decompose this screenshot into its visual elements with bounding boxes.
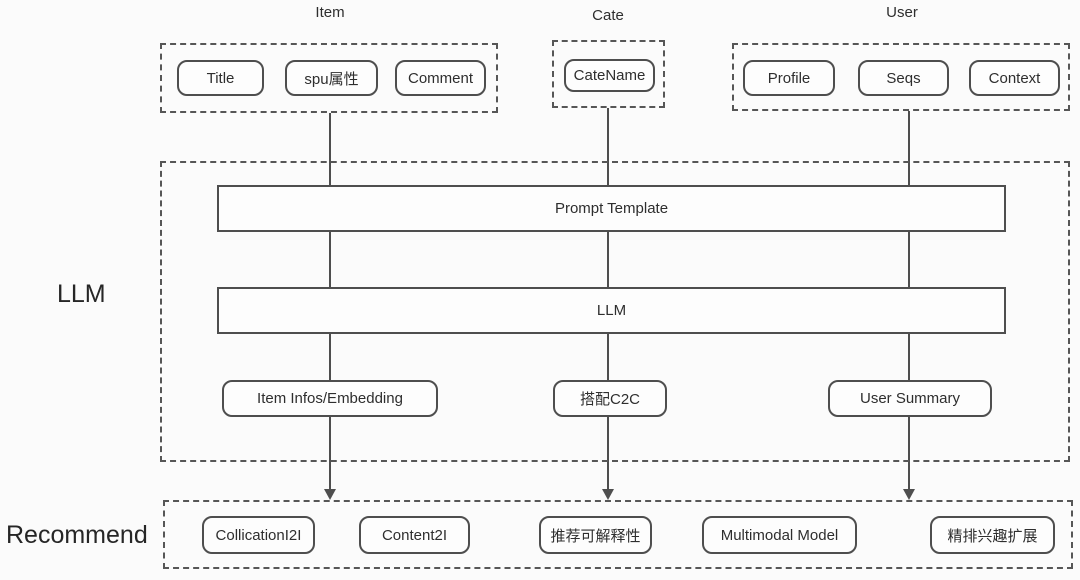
item-group-box: Title spu属性 Comment xyxy=(160,43,498,113)
title-chip: Title xyxy=(177,60,264,96)
user-group-box: Profile Seqs Context xyxy=(732,43,1070,111)
cate-output-arrow-line xyxy=(607,417,609,491)
interest-expansion-chip: 精排兴趣扩展 xyxy=(930,516,1055,554)
user-group-title: User xyxy=(886,4,918,21)
context-chip: Context xyxy=(969,60,1060,96)
user-output-arrow-head xyxy=(903,489,915,500)
user-summary-chip: User Summary xyxy=(828,380,992,417)
llm-container xyxy=(160,161,1070,462)
llm-section-label: LLM xyxy=(57,280,106,308)
profile-chip: Profile xyxy=(743,60,835,96)
multimodal-model-chip: Multimodal Model xyxy=(702,516,857,554)
prompt-template-bar: Prompt Template xyxy=(217,185,1006,232)
cate-group-box: CateName xyxy=(552,40,665,108)
user-connector-line xyxy=(908,111,910,381)
collication-i2i-chip: CollicationI2I xyxy=(202,516,315,554)
cate-output-arrow-head xyxy=(602,489,614,500)
recommend-section-label: Recommend xyxy=(6,521,148,549)
item-output-arrow-line xyxy=(329,417,331,491)
match-c2c-chip: 搭配C2C xyxy=(553,380,667,417)
content2i-chip: Content2I xyxy=(359,516,470,554)
item-connector-line xyxy=(329,113,331,381)
cate-group-title: Cate xyxy=(592,7,624,24)
cate-connector-line xyxy=(607,108,609,381)
spu-attribute-chip: spu属性 xyxy=(285,60,378,96)
item-group-title: Item xyxy=(315,4,345,21)
comment-chip: Comment xyxy=(395,60,486,96)
item-infos-embedding-chip: Item Infos/Embedding xyxy=(222,380,438,417)
explainable-recommendation-chip: 推荐可解释性 xyxy=(539,516,652,554)
item-output-arrow-head xyxy=(324,489,336,500)
catename-chip: CateName xyxy=(564,59,655,92)
llm-bar: LLM xyxy=(217,287,1006,334)
seqs-chip: Seqs xyxy=(858,60,949,96)
recommend-container: CollicationI2I Content2I 推荐可解释性 Multimod… xyxy=(163,500,1073,569)
user-output-arrow-line xyxy=(908,417,910,491)
